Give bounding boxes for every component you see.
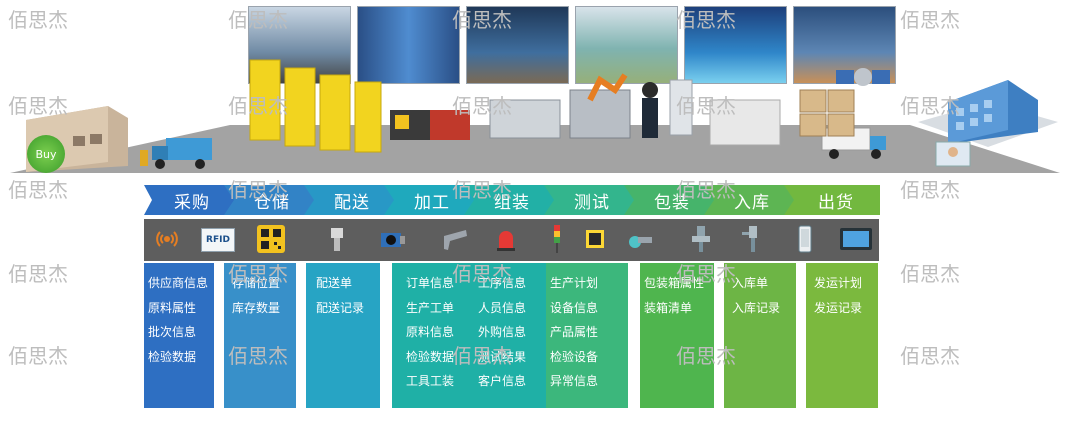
list-item: 原料属性 — [148, 300, 197, 315]
list-item: 人员信息 — [478, 300, 527, 315]
worker-icon — [642, 82, 658, 98]
column-storage: 存储位置 库存数量 — [224, 263, 296, 408]
process-flow — [144, 185, 880, 215]
list-item: 检验数据 — [406, 349, 455, 364]
list-item: 原料信息 — [406, 325, 455, 339]
robot-arm-icon — [629, 236, 652, 248]
list-item: 生产工单 — [406, 300, 455, 315]
machine-icon — [489, 99, 561, 139]
list-item: 批次信息 — [148, 325, 197, 339]
watermark: 佰思杰 — [900, 344, 960, 368]
list-item: 入库记录 — [732, 300, 781, 315]
watermark: 佰思杰 — [900, 178, 960, 202]
list-item: 测试结果 — [478, 349, 527, 364]
list-item: 库存数量 — [232, 300, 281, 315]
chevron-bg — [144, 185, 236, 215]
test-bench-icon — [709, 99, 781, 146]
list-item: 异常信息 — [550, 374, 599, 388]
welding-station-icon — [692, 226, 710, 252]
rfid-antenna-icon — [156, 231, 178, 247]
signal-tower-icon — [554, 225, 560, 253]
list-item: 入库单 — [732, 276, 769, 290]
list-item: 配送单 — [316, 276, 353, 290]
alarm-light-icon — [497, 231, 515, 251]
step-process: 加工 — [414, 192, 450, 213]
screen-digital-twin — [684, 6, 787, 84]
inbound-truck-icon — [140, 138, 212, 169]
column-process: 订单信息 生产工单 原料信息 检验数据 工具工装 工序信息 人员信息 外购信息 … — [392, 263, 546, 408]
column-procure: 供应商信息 原料属性 批次信息 检验数据 — [144, 263, 214, 408]
buy-badge: Buy — [27, 135, 65, 173]
industrial-camera-icon — [381, 233, 405, 247]
watermark: 佰思杰 — [8, 344, 68, 368]
watermark: 佰思杰 — [900, 262, 960, 286]
list-item: 检验设备 — [550, 349, 599, 364]
step-delivery: 配送 — [334, 192, 370, 213]
step-test: 测试 — [574, 192, 610, 213]
warehouse-racks — [249, 59, 382, 153]
customer-building-icon — [918, 80, 1058, 167]
column-store-in: 入库单 入库记录 — [724, 263, 796, 408]
list-item: 检验数据 — [148, 349, 197, 364]
step-store-in: 入库 — [734, 192, 770, 213]
column-pack: 包装箱属性 装箱清单 — [640, 263, 714, 408]
list-item: 工序信息 — [478, 276, 527, 290]
watermark: 佰思杰 — [8, 262, 68, 286]
list-item: 包装箱属性 — [644, 276, 705, 290]
list-item: 客户信息 — [478, 374, 527, 388]
list-item: 存储位置 — [232, 276, 281, 290]
list-item: 订单信息 — [406, 276, 455, 290]
barcode-scanner-icon — [331, 228, 343, 251]
list-item: 生产计划 — [550, 276, 599, 290]
step-pack: 包装 — [654, 192, 690, 213]
list-item: 发运记录 — [814, 300, 863, 315]
carton-stack-icon — [799, 89, 855, 137]
watermark: 佰思杰 — [900, 8, 960, 32]
screen-production-line — [575, 6, 678, 84]
handheld-scanner-icon — [444, 230, 467, 250]
kiosk-icon — [669, 79, 693, 136]
list-item: 供应商信息 — [148, 276, 209, 290]
torque-tool-icon — [742, 226, 757, 252]
rfid-reader-icon: RFID — [201, 228, 235, 252]
tablet-icon — [840, 228, 872, 250]
cnc-machine-icon — [569, 89, 631, 139]
cart-icon — [430, 110, 470, 140]
step-ship: 出货 — [818, 192, 854, 213]
list-item: 设备信息 — [550, 300, 599, 315]
factory-equipment — [249, 59, 855, 153]
list-item: 发运计划 — [814, 276, 863, 290]
satellite-icon — [836, 68, 890, 86]
screen-operations-center — [466, 6, 569, 84]
list-item: 外购信息 — [478, 325, 527, 339]
buy-label: Buy — [35, 147, 57, 161]
watermark: 佰思杰 — [8, 8, 68, 32]
step-assembly: 组装 — [494, 192, 530, 213]
screen-video-wall — [357, 6, 460, 84]
step-storage: 仓储 — [254, 192, 290, 213]
rfid-label: RFID — [206, 235, 230, 245]
list-item: 工具工装 — [406, 374, 455, 388]
list-item: 装箱清单 — [644, 300, 693, 315]
column-delivery: 配送单 配送记录 — [306, 263, 380, 408]
column-ship: 发运计划 发运记录 — [806, 263, 878, 408]
list-item: 配送记录 — [316, 300, 365, 315]
column-test: 生产计划 设备信息 产品属性 检验设备 异常信息 — [546, 263, 628, 408]
list-item: 产品属性 — [550, 325, 599, 339]
qr-code-icon — [257, 225, 285, 253]
robot-arm-icon — [587, 73, 628, 102]
sensor-module-icon — [586, 230, 604, 248]
smartphone-icon — [798, 225, 812, 253]
watermark: 佰思杰 — [8, 178, 68, 202]
step-procure: 采购 — [174, 192, 210, 213]
